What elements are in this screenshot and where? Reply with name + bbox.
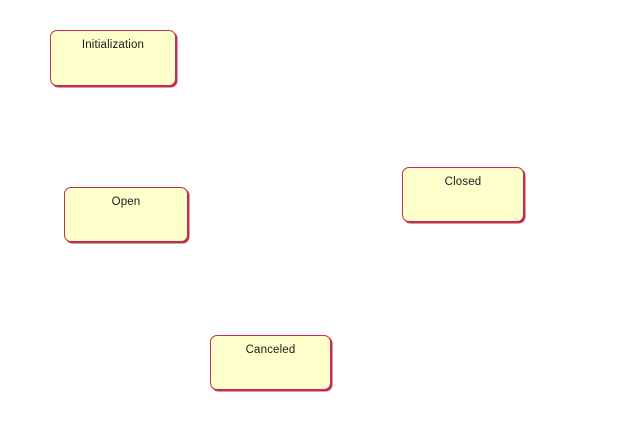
state-node-initialization[interactable]: Initialization bbox=[50, 30, 176, 86]
state-node-open[interactable]: Open bbox=[64, 187, 188, 242]
state-node-canceled[interactable]: Canceled bbox=[210, 335, 331, 390]
state-node-label: Canceled bbox=[245, 344, 296, 356]
state-node-label: Closed bbox=[444, 176, 482, 188]
state-node-closed[interactable]: Closed bbox=[402, 167, 524, 222]
state-node-label: Open bbox=[111, 196, 141, 208]
state-node-label: Initialization bbox=[81, 39, 145, 51]
